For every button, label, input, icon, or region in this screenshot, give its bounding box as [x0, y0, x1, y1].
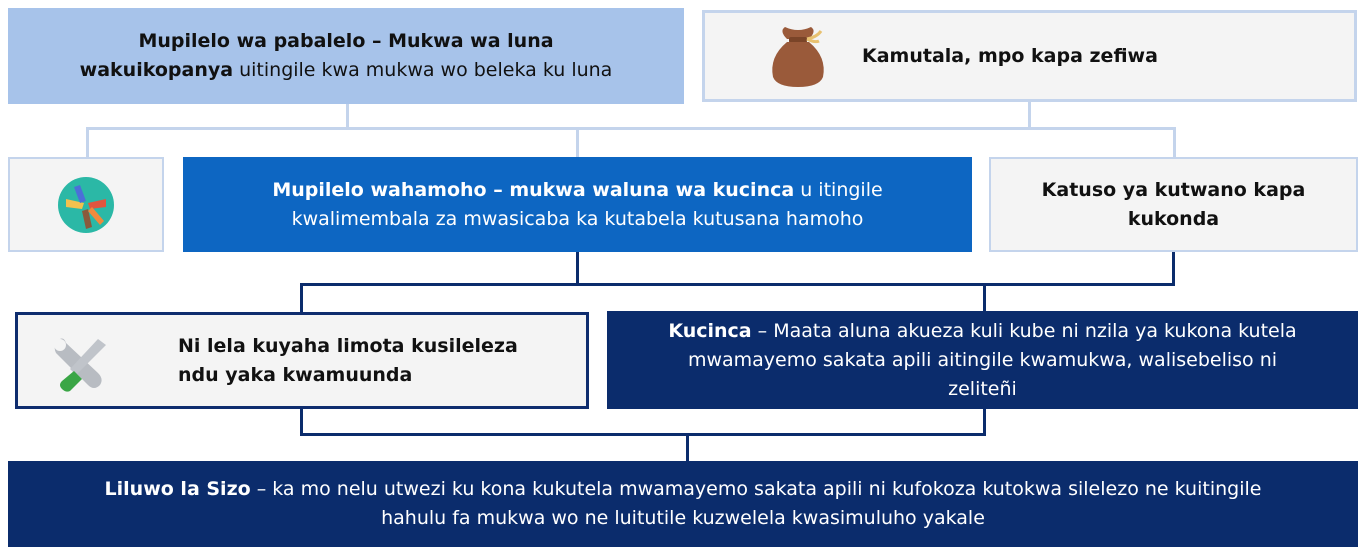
- box-limota: Ni lela kuyaha limota kusileleza ndu yak…: [15, 312, 589, 409]
- box-limota-text: Ni lela kuyaha limota kusileleza ndu yak…: [178, 332, 518, 390]
- box-hamoho-text: Mupilelo wahamoho – mukwa waluna wa kuci…: [272, 176, 882, 234]
- box-kucinca: Kucinca – Maata aluna akueza kuli kube n…: [607, 311, 1358, 409]
- box-limota-line-1: Ni lela kuyaha limota kusileleza: [178, 335, 518, 357]
- connector-line: [346, 104, 349, 128]
- box-katuso: Katuso ya kutwano kapa kukonda: [989, 157, 1358, 252]
- tools-icon: [48, 333, 112, 393]
- box-hamoho-heading: Mupilelo wahamoho – mukwa waluna wa kuci…: [272, 178, 795, 201]
- box-hamoho-mode: Mupilelo wahamoho – mukwa waluna wa kuci…: [183, 157, 972, 252]
- connector-line: [300, 283, 303, 312]
- box-pabalelo-desc: uitingile kwa mukwa wo beleka ku luna: [233, 59, 613, 81]
- box-hands-icon: [8, 157, 164, 252]
- box-liluwo-desc-1: – ka mo nelu utwezi ku kona kukutela mwa…: [250, 478, 1262, 500]
- box-kucinca-heading: Kucinca: [668, 319, 752, 342]
- box-liluwo: Liluwo la Sizo – ka mo nelu utwezi ku ko…: [8, 461, 1358, 547]
- box-kucinca-text: Kucinca – Maata aluna akueza kuli kube n…: [668, 317, 1296, 404]
- box-kucinca-desc-2: mwamayemo sakata apili aitingile kwamukw…: [687, 348, 1278, 371]
- box-kucinca-desc-1: – Maata aluna akueza kuli kube ni nzila …: [751, 319, 1297, 342]
- connector-line: [686, 433, 689, 461]
- box-katuso-line-2: kukonda: [1127, 207, 1220, 230]
- box-pabalelo-heading-cont: wakuikopanya: [79, 59, 234, 81]
- box-kamutala-label: Kamutala, mpo kapa zefiwa: [862, 45, 1158, 67]
- box-limota-line-2: ndu yaka kwamuunda: [178, 364, 413, 386]
- box-liluwo-desc-2: hahulu fa mukwa wo ne luitutile kuzwelel…: [381, 507, 985, 529]
- hands-circle-icon: [58, 176, 114, 233]
- box-liluwo-text: Liluwo la Sizo – ka mo nelu utwezi ku ko…: [105, 475, 1262, 533]
- box-kucinca-desc-3: zeliteñi: [948, 377, 1017, 400]
- connector-line: [983, 409, 986, 436]
- connector-line: [1172, 252, 1175, 285]
- box-pabalelo-mode: Mupilelo wa pabalelo – Mukwa wa luna wak…: [8, 8, 684, 104]
- box-liluwo-heading: Liluwo la Sizo: [104, 478, 251, 500]
- connector-line: [576, 127, 579, 157]
- connector-line: [983, 283, 986, 311]
- connector-line: [86, 127, 89, 157]
- connector-line: [300, 283, 1175, 286]
- connector-line: [1028, 102, 1031, 128]
- connector-line: [300, 409, 303, 436]
- box-katuso-text: Katuso ya kutwano kapa kukonda: [1042, 176, 1306, 234]
- box-pabalelo-text: Mupilelo wa pabalelo – Mukwa wa luna wak…: [80, 27, 613, 85]
- box-hamoho-desc-1: u itingile: [794, 178, 883, 201]
- money-bag-icon: [765, 25, 831, 87]
- connector-line: [1173, 127, 1176, 157]
- connector-line: [86, 127, 1176, 130]
- box-pabalelo-heading: Mupilelo wa pabalelo – Mukwa wa luna: [138, 30, 554, 52]
- connector-line: [576, 252, 579, 285]
- box-katuso-line-1: Katuso ya kutwano kapa: [1041, 178, 1306, 201]
- box-kamutala: Kamutala, mpo kapa zefiwa: [702, 10, 1357, 102]
- connector-line: [300, 433, 986, 436]
- box-hamoho-desc-2: kwalimembala za mwasicaba ka kutabela ku…: [291, 207, 864, 230]
